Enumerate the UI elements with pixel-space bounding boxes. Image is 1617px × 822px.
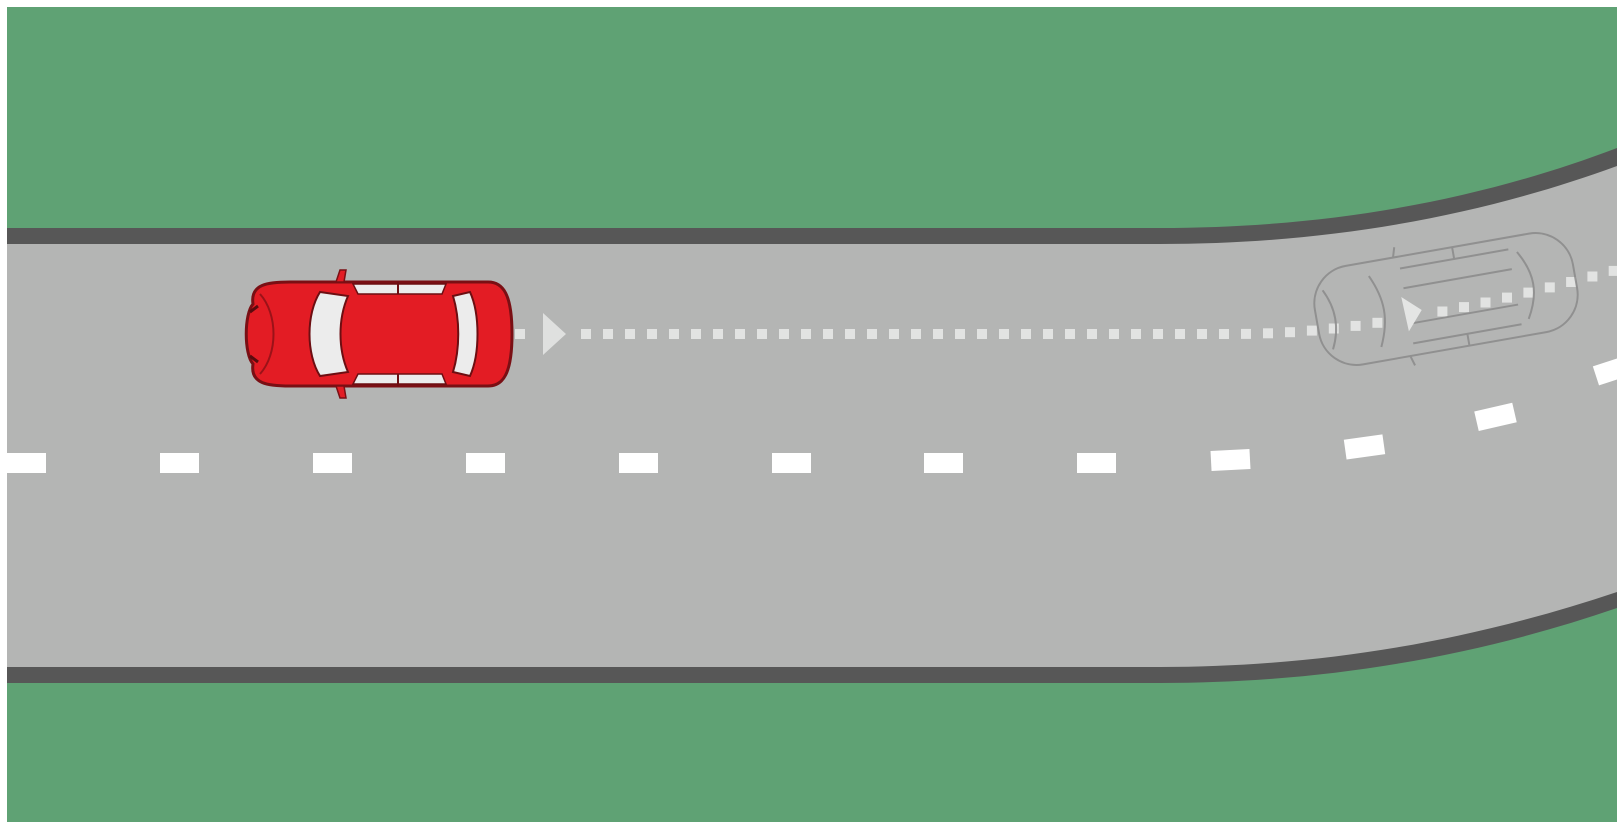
trajectory-dot	[1328, 323, 1339, 334]
trajectory-dot	[515, 329, 525, 339]
lane-dash	[1343, 434, 1386, 460]
ghost-car-body	[1313, 232, 1579, 366]
lane-dash	[1210, 448, 1251, 471]
trajectory-dot	[1087, 329, 1097, 339]
trajectory-dot	[1285, 327, 1295, 338]
trajectory-dot	[1306, 325, 1317, 336]
trajectory-dot	[691, 329, 701, 339]
trajectory-dot	[757, 329, 767, 339]
car-side-window-top	[351, 283, 448, 295]
car-windshield	[308, 290, 350, 378]
red-car	[244, 269, 514, 399]
trajectory-dot	[823, 329, 833, 339]
trajectory-dot	[1459, 302, 1469, 313]
trajectory-dot	[1502, 292, 1512, 303]
lane-dash	[772, 453, 811, 473]
trajectory-dot	[1219, 329, 1229, 339]
lane-dash	[619, 453, 658, 473]
trajectory-dot	[1372, 317, 1383, 328]
trajectory-dot	[779, 329, 789, 339]
trajectory-dot	[1153, 329, 1163, 339]
lane-dash	[924, 453, 963, 473]
trajectory-dot	[911, 329, 921, 339]
trajectory-dot	[1109, 329, 1119, 339]
trajectory-dot	[1175, 329, 1185, 339]
trajectory-dot	[1021, 329, 1031, 339]
trajectory-dot	[1263, 328, 1273, 339]
trajectory-dot	[867, 329, 877, 339]
car-rear-window	[451, 290, 479, 378]
trajectory-dot	[1065, 329, 1075, 339]
trajectory-dot	[713, 329, 723, 339]
lane-dash	[313, 453, 352, 473]
trajectory-dot	[1566, 277, 1577, 287]
trajectory-dot	[977, 329, 987, 339]
car-headlight	[249, 304, 259, 364]
trajectory-dot	[1241, 328, 1251, 339]
lane-dash	[1077, 453, 1116, 473]
trajectory-dot	[801, 329, 811, 339]
trajectory-dot	[603, 329, 613, 339]
trajectory-dot	[889, 329, 899, 339]
lane-dash	[1474, 402, 1517, 432]
trajectory-dot	[625, 329, 635, 339]
ghost-car-windshield	[1368, 275, 1386, 348]
trajectory-dot	[735, 329, 745, 339]
trajectory-dot	[1350, 320, 1361, 331]
trajectory-dot	[1587, 271, 1598, 282]
lane-dash	[1592, 354, 1617, 386]
car-side-window-bottom	[351, 373, 448, 385]
trajectory-dot	[647, 329, 657, 339]
lane-divider	[7, 354, 1617, 473]
trajectory-dot	[1544, 282, 1555, 293]
ghost-car-rear-window	[1516, 251, 1535, 320]
trajectory-dot	[581, 329, 591, 339]
trajectory-dot	[1480, 297, 1491, 308]
ghost-car	[1313, 232, 1579, 366]
trajectory-dot	[955, 329, 965, 339]
trajectory-dot	[1437, 306, 1448, 317]
trajectory-dot	[999, 329, 1009, 339]
ghost-car-cabin	[1399, 248, 1522, 345]
ghost-car-roof-line	[1403, 268, 1519, 325]
lane-dash	[466, 453, 505, 473]
trajectory-dot	[1608, 265, 1617, 276]
trajectory-dot	[669, 329, 679, 339]
arrow-head-icon	[543, 313, 566, 355]
trajectory-dot	[1043, 329, 1053, 339]
arrow-head-icon	[1401, 297, 1422, 332]
ghost-car-door-line	[1451, 246, 1471, 346]
trajectory-dot	[1131, 329, 1141, 339]
ghost-car-hood-line	[1321, 289, 1338, 350]
trajectory-dot	[933, 329, 943, 339]
trajectory-dot	[845, 329, 855, 339]
trajectory-path	[515, 265, 1617, 339]
ghost-car-mirror	[1392, 247, 1416, 366]
car-mirror	[334, 269, 347, 399]
trajectory-dot	[1197, 329, 1207, 339]
trajectory-dot	[1523, 287, 1534, 298]
car-hood-line	[259, 293, 275, 375]
lane-dash	[7, 453, 46, 473]
lane-dash	[160, 453, 199, 473]
